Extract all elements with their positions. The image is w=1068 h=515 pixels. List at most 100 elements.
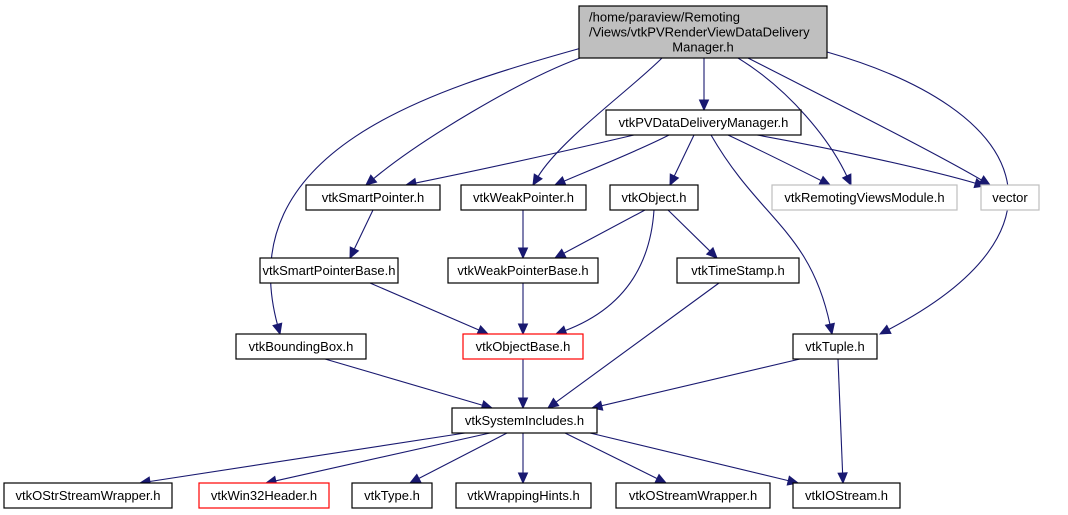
- node-box: [605, 109, 802, 136]
- arrowhead-icon: [349, 246, 360, 260]
- node-tuple[interactable]: vtkTuple.h: [792, 333, 878, 360]
- edge-line: [747, 57, 983, 181]
- node-label: Manager.h: [672, 40, 733, 55]
- edge-sysincl-to-iostream: [589, 432, 800, 486]
- edge-objectbase-to-sysincl: [517, 359, 529, 410]
- node-box: [3, 482, 173, 509]
- node-label: vtkType.h: [364, 488, 420, 503]
- edge-line: [826, 51, 1009, 331]
- edge-root-to-pvddm: [698, 58, 710, 112]
- arrowhead-icon: [517, 323, 529, 336]
- edge-sysincl-to-wrapping: [517, 433, 529, 485]
- node-label: vtkRemotingViewsModule.h: [784, 190, 944, 205]
- node-label: vtkTimeStamp.h: [691, 263, 784, 278]
- arrowhead-icon: [476, 324, 490, 335]
- node-ostream[interactable]: vtkOStreamWrapper.h: [615, 482, 771, 509]
- node-ostrstream[interactable]: vtkOStrStreamWrapper.h: [3, 482, 173, 509]
- arrowhead-icon: [553, 248, 567, 259]
- node-box: [351, 482, 433, 509]
- edge-pvddm-to-rvmodule: [727, 134, 832, 186]
- node-label: vtkIOStream.h: [805, 488, 888, 503]
- node-box: [447, 257, 599, 284]
- arrowhead-icon: [547, 397, 560, 409]
- node-label: vtkSmartPointerBase.h: [263, 263, 396, 278]
- edge-line: [563, 134, 670, 182]
- edge-line: [554, 282, 720, 404]
- edge-line: [564, 209, 655, 332]
- node-sysincl[interactable]: vtkSystemIncludes.h: [451, 407, 598, 434]
- edge-line: [589, 432, 790, 482]
- arrowhead-icon: [824, 322, 835, 336]
- node-label: /home/paraview/Remoting: [589, 10, 740, 25]
- node-wrapping[interactable]: vtkWrappingHints.h: [455, 482, 592, 509]
- node-box: [305, 184, 441, 211]
- edge-line: [564, 432, 659, 480]
- edge-line: [710, 134, 831, 326]
- edge-tuple-to-sysincl: [590, 358, 801, 411]
- edge-object-to-objectbase: [554, 209, 655, 336]
- arrowhead-icon: [837, 472, 848, 485]
- edge-bbox-to-sysincl: [324, 358, 494, 411]
- node-box: [792, 482, 901, 509]
- edge-smartptrbase-to-objectbase: [369, 282, 490, 335]
- edge-sysincl-to-ostream: [564, 432, 668, 484]
- arrowhead-icon: [654, 473, 668, 484]
- node-box: [460, 184, 587, 211]
- node-smartptr[interactable]: vtkSmartPointer.h: [305, 184, 441, 211]
- edge-timestamp-to-sysincl: [547, 282, 720, 409]
- node-box: [455, 482, 592, 509]
- node-label: vtkWeakPointer.h: [473, 190, 574, 205]
- node-label: vtkWin32Header.h: [211, 488, 317, 503]
- node-iostream[interactable]: vtkIOStream.h: [792, 482, 901, 509]
- node-box: [578, 5, 828, 59]
- arrowhead-icon: [878, 324, 892, 335]
- node-box: [462, 333, 584, 360]
- arrowhead-icon: [553, 176, 567, 186]
- edge-pvddm-to-smartptr: [404, 134, 635, 189]
- edge-line: [562, 209, 646, 255]
- arrowhead-icon: [818, 175, 832, 186]
- edge-line: [324, 358, 484, 406]
- arrowhead-icon: [408, 473, 422, 484]
- node-bbox[interactable]: vtkBoundingBox.h: [235, 333, 367, 360]
- edge-line: [148, 432, 466, 483]
- node-timestamp[interactable]: vtkTimeStamp.h: [676, 257, 800, 284]
- node-root: /home/paraview/Remoting/Views/vtkPVRende…: [578, 5, 828, 59]
- node-weakptrbase[interactable]: vtkWeakPointerBase.h: [447, 257, 599, 284]
- edge-pvddm-to-weakptr: [553, 134, 670, 186]
- edge-line: [727, 134, 823, 182]
- edge-tuple-to-iostream: [837, 358, 848, 485]
- edge-line: [600, 358, 801, 407]
- node-smartptrbase[interactable]: vtkSmartPointerBase.h: [259, 257, 399, 284]
- node-box: [235, 333, 367, 360]
- edge-line: [537, 57, 663, 178]
- node-box: [609, 184, 699, 211]
- node-object[interactable]: vtkObject.h: [609, 184, 699, 211]
- node-label: vtkSystemIncludes.h: [465, 413, 584, 428]
- edge-pvddm-to-vector: [756, 134, 987, 189]
- node-box: [771, 184, 958, 211]
- node-weakptr[interactable]: vtkWeakPointer.h: [460, 184, 587, 211]
- node-label: vtkOStreamWrapper.h: [629, 488, 757, 503]
- node-objectbase[interactable]: vtkObjectBase.h: [462, 333, 584, 360]
- node-pvddm[interactable]: vtkPVDataDeliveryManager.h: [605, 109, 802, 136]
- arrowhead-icon: [365, 174, 378, 186]
- node-label: vtkObject.h: [621, 190, 686, 205]
- edge-smartptr-to-smartptrbase: [349, 209, 374, 260]
- node-win32[interactable]: vtkWin32Header.h: [198, 482, 330, 509]
- edge-object-to-timestamp: [667, 209, 718, 259]
- node-box: [198, 482, 330, 509]
- arrowhead-icon: [705, 246, 718, 259]
- node-box: [451, 407, 598, 434]
- node-label: vtkSmartPointer.h: [322, 190, 425, 205]
- node-box: [259, 257, 399, 284]
- arrowhead-icon: [517, 472, 529, 485]
- edge-weakptrbase-to-objectbase: [517, 283, 529, 336]
- node-label: vtkPVDataDeliveryManager.h: [619, 115, 789, 130]
- node-rvmodule[interactable]: vtkRemotingViewsModule.h: [771, 184, 958, 211]
- node-type[interactable]: vtkType.h: [351, 482, 433, 509]
- edge-pvddm-to-object: [669, 134, 695, 187]
- arrowhead-icon: [517, 247, 529, 260]
- node-vector[interactable]: vector: [980, 184, 1040, 211]
